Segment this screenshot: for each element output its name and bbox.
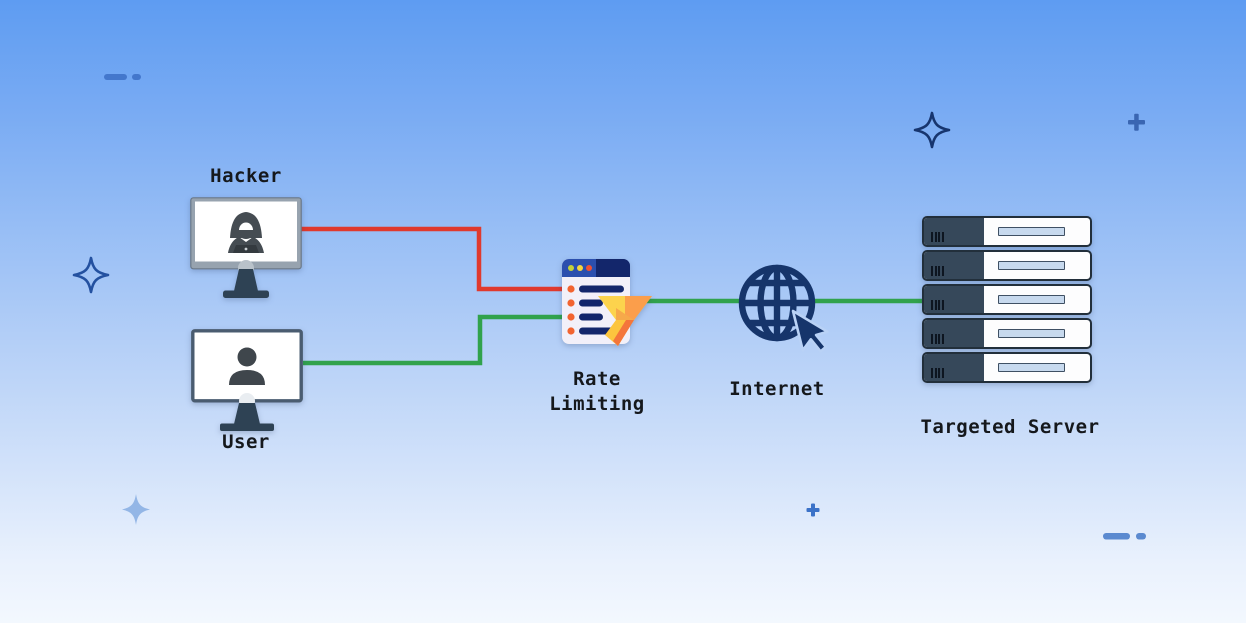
person-icon: [229, 347, 265, 385]
drive-slot: [998, 227, 1065, 236]
rate-limiting-label-line1: Rate: [573, 368, 621, 390]
server-unit: [922, 216, 1092, 247]
connection-hacker-to-ratelimit: [301, 226, 564, 292]
drive-slot: [998, 363, 1065, 372]
targeted-server-label: Targeted Server: [920, 416, 1100, 438]
globe-cursor-icon: [738, 264, 829, 353]
plus-icon: [1128, 113, 1145, 131]
server-unit: [922, 352, 1092, 383]
rate-limit-filter-icon: [562, 259, 652, 346]
vents-icon: [931, 266, 947, 276]
rate-limiting-label: Rate Limiting: [515, 367, 679, 417]
drive-slot: [998, 261, 1065, 270]
plus-icon: [806, 503, 820, 517]
hooded-hacker-icon: [228, 212, 264, 253]
user-monitor-icon: [191, 329, 303, 431]
vents-icon: [931, 300, 947, 310]
vents-icon: [931, 334, 947, 344]
funnel-icon: [598, 296, 652, 346]
hacker-monitor-icon: [190, 197, 302, 298]
dash-icon: [104, 74, 141, 80]
vents-icon: [931, 232, 947, 242]
user-label: User: [222, 431, 270, 453]
sparkle-icon: [72, 256, 110, 294]
vents-icon: [931, 368, 947, 378]
internet-label: Internet: [729, 378, 825, 400]
server-unit: [922, 284, 1092, 315]
sparkle-icon: [122, 494, 150, 525]
sparkle-icon: [913, 111, 951, 149]
connection-user-to-ratelimit: [303, 314, 564, 366]
server-unit: [922, 318, 1092, 349]
hacker-label: Hacker: [210, 165, 282, 187]
drive-slot: [998, 295, 1065, 304]
cursor-icon: [791, 309, 829, 353]
dash-icon: [1103, 533, 1146, 540]
drive-slot: [998, 329, 1065, 338]
server-rack-icon: [922, 216, 1092, 386]
window-traffic-dots: [568, 265, 592, 271]
rate-limiting-label-line2: Limiting: [549, 393, 645, 415]
server-unit: [922, 250, 1092, 281]
